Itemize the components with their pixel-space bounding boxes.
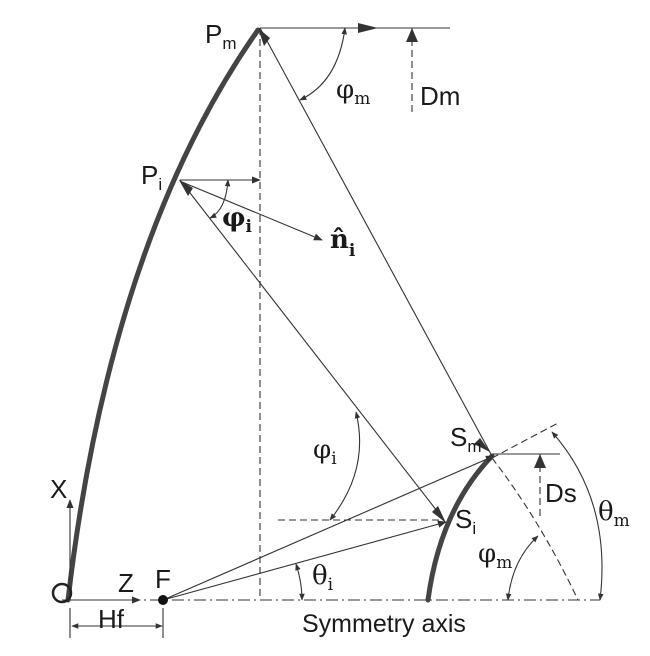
- phi-i-arc-top: [209, 179, 231, 219]
- label-phi-m-low: φm: [478, 539, 512, 573]
- label-theta-i: θi: [312, 561, 334, 595]
- phi-m-arc-low: [505, 535, 539, 601]
- label-phi-i-mid: φi: [313, 435, 337, 469]
- label-z-axis: Z: [118, 568, 134, 598]
- main-reflector-curve: [65, 27, 261, 603]
- label-ds: Ds: [545, 478, 577, 508]
- label-focus: F: [155, 564, 171, 594]
- label-phi-m-top: φm: [336, 75, 370, 109]
- label-pi: Pi: [141, 160, 162, 194]
- label-sm: Sm: [450, 422, 482, 456]
- ray-f-si: [162, 520, 447, 601]
- sm-tangent-dashed: [491, 422, 559, 459]
- label-theta-m: θm: [598, 497, 630, 531]
- ray-f-sm: [162, 455, 495, 601]
- origin-point: [51, 582, 73, 604]
- phi-i-arc-mid: [329, 411, 361, 521]
- theta-m-arc: [551, 431, 604, 601]
- label-n-hat: n̂i: [330, 225, 356, 261]
- label-symmetry-axis: Symmetry axis: [302, 610, 466, 638]
- ray-pi-si: [179, 179, 445, 521]
- label-x-axis: X: [50, 474, 67, 504]
- label-hf: Hf: [98, 604, 125, 634]
- subreflector-curve: [425, 453, 495, 603]
- label-phi-i-top: φi: [222, 203, 253, 237]
- focus-point: [158, 595, 168, 605]
- normal-vector-line: [181, 181, 323, 241]
- theta-i-arc: [295, 563, 305, 601]
- label-si: Si: [455, 504, 476, 538]
- ray-pm-sm: [259, 27, 493, 457]
- label-dm: Dm: [420, 81, 460, 111]
- label-pm: Pm: [205, 19, 237, 53]
- phi-m-arc-top: [299, 27, 347, 101]
